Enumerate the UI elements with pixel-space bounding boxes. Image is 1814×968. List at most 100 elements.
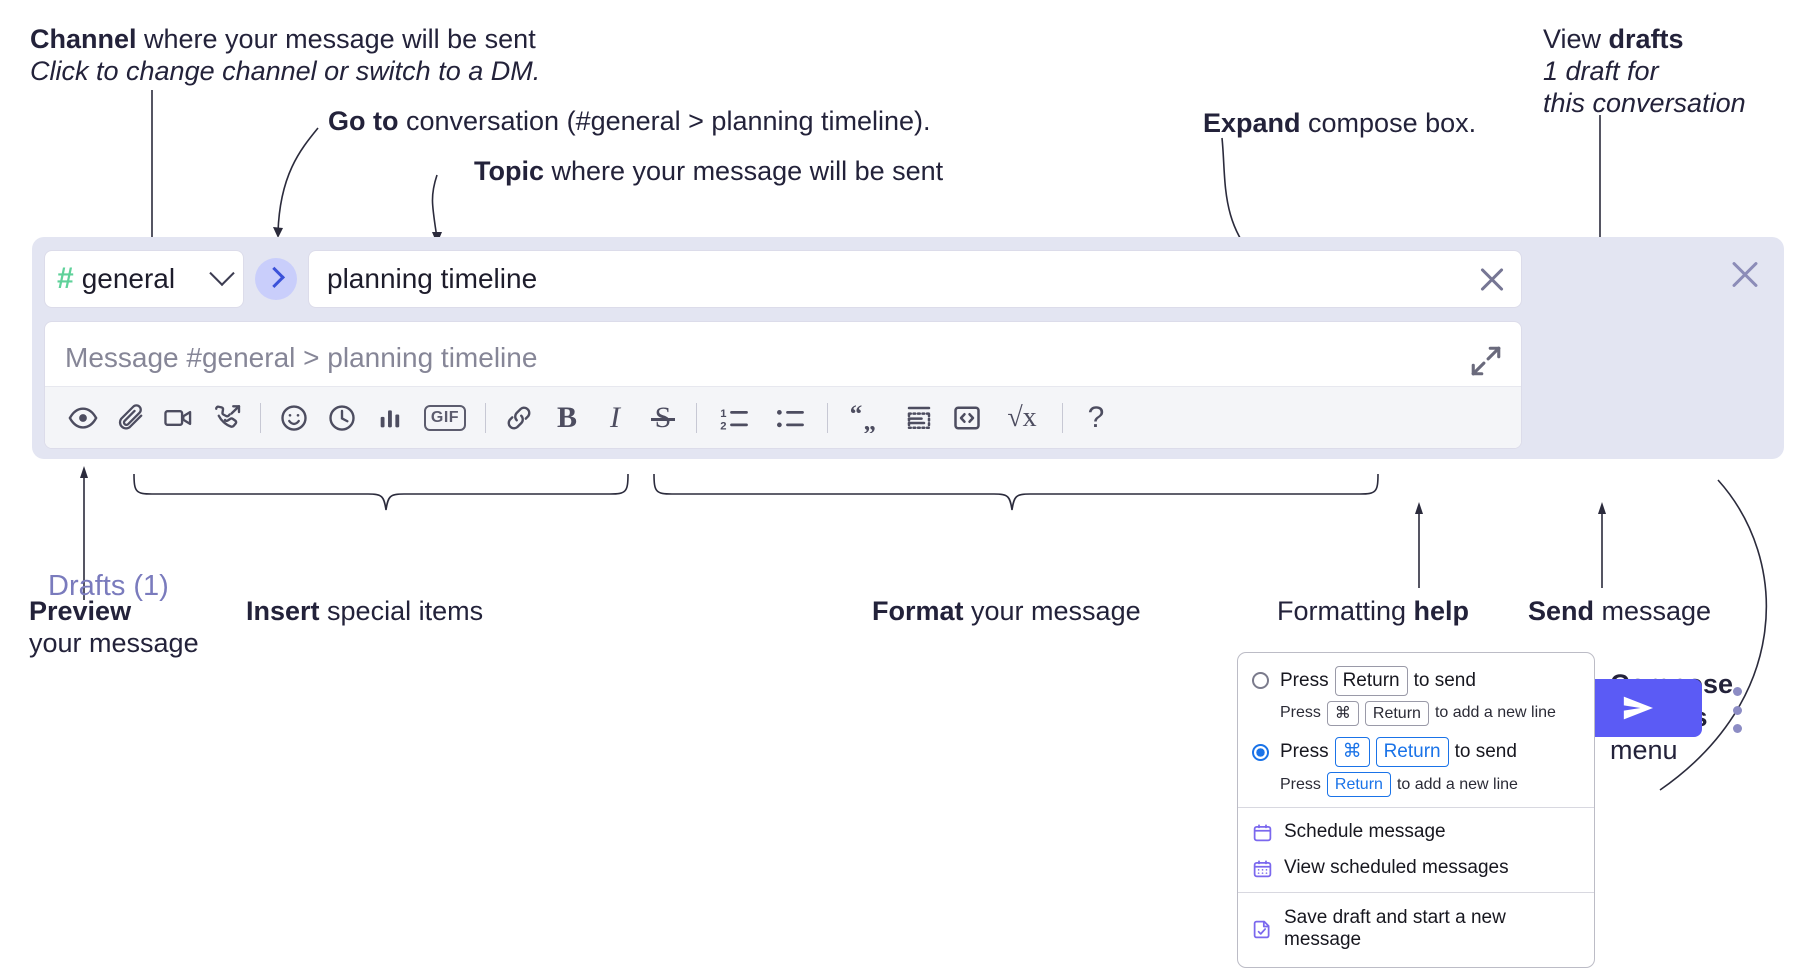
save-draft-icon [1253,920,1270,939]
annotation-goto: Go to conversation (#general > planning … [328,106,931,138]
annotation-format-bold: Format [872,596,964,626]
calendar-grid-icon [1253,860,1272,878]
option1-sub: Press Return to add a new line [1238,770,1594,800]
annotation-goto-rest: conversation (#general > planning timeli… [398,106,931,136]
annotation-format-rest: your message [963,596,1141,626]
blockquote-icon[interactable]: “ „ [837,395,895,441]
bold-icon[interactable]: B [543,395,591,441]
calendar-schedule-icon [1253,824,1272,842]
option1-word0: Press [1280,741,1329,763]
italic-glyph: I [610,400,620,434]
option0-sub: Press ⌘ Return to add a new line [1238,699,1594,729]
help-glyph: ? [1087,400,1105,434]
option1-key-cmd: ⌘ [1334,737,1370,767]
menu-item-save-draft[interactable]: Save draft and start a new message [1238,900,1594,958]
radio-selected-icon[interactable] [1252,743,1269,761]
attachment-paperclip-icon[interactable] [107,395,155,441]
code-block-icon[interactable] [895,395,943,441]
emoji-smiley-icon[interactable] [270,395,318,441]
topic-input[interactable]: planning timeline [308,250,1522,308]
channel-name-label: general [81,263,176,294]
help-question-icon[interactable]: ? [1072,395,1120,441]
link-icon[interactable] [495,395,543,441]
gif-label: GIF [423,404,467,431]
send-shortcut-options: Press Return to send Press ⌘ Return to a… [1238,653,1594,807]
annotation-topic: Topic where your message will be sent [474,156,943,188]
toolbar-separator [485,402,486,433]
option0-sub-key-cmd: ⌘ [1326,700,1359,727]
annotation-drafts-prefix: View [1543,24,1609,54]
option-press-return-to-send[interactable]: Press Return to send [1238,663,1594,699]
svg-text:2: 2 [720,420,726,432]
bulleted-list-icon[interactable] [762,395,818,441]
annotation-topic-rest: where your message will be sent [544,156,944,186]
close-icon[interactable] [1728,257,1762,291]
menu-item-view-scheduled-label: View scheduled messages [1284,857,1509,879]
channel-selector[interactable]: # general [44,250,244,308]
option1-word3: to send [1454,741,1517,763]
annotation-formatting-help: Formatting help [1277,596,1469,628]
math-sqrt-icon[interactable]: √x [991,395,1053,441]
formatting-toolbar: GIF B I S 1 2 [45,386,1521,448]
annotation-format: Format your message [872,596,1141,628]
preview-icon[interactable] [59,395,107,441]
goto-conversation-button[interactable] [255,258,297,300]
compose-options-kebab-menu-icon[interactable] [1728,687,1746,733]
compose-header-row: # general planning timeline [44,247,1522,311]
annotation-drafts-bold: drafts [1608,24,1684,54]
video-camera-icon[interactable] [155,395,203,441]
annotation-send-bold: Send [1528,596,1595,626]
bar-chart-icon[interactable] [366,395,414,441]
topic-value: planning timeline [327,263,538,294]
sqrt-glyph: √x [1007,401,1037,433]
ordered-list-icon[interactable]: 1 2 [706,395,762,441]
option0-sub-word0: Press [1280,704,1321,722]
annotation-channel-rest: where your message will be sent [136,24,536,54]
annotation-drafts: View drafts 1 draft for this conversatio… [1543,24,1746,120]
drafts-link[interactable]: Drafts (1) [48,570,169,602]
toolbar-separator [260,402,261,433]
option0-key-return: Return [1334,666,1408,696]
svg-text:„: „ [864,408,877,433]
italic-icon[interactable]: I [591,395,639,441]
compose-inner: # general planning timeline Message #gen… [44,247,1522,449]
annotation-channel-italic: Click to change channel or switch to a D… [30,55,541,86]
expand-diagonal-icon[interactable] [1469,344,1503,378]
gif-icon[interactable]: GIF [414,395,476,441]
menu-item-schedule-message[interactable]: Schedule message [1238,814,1594,850]
menu-divider [1238,892,1594,894]
annotation-drafts-italic1: 1 draft for [1543,55,1659,86]
menu-item-schedule-label: Schedule message [1284,821,1446,843]
message-placeholder: Message #general > planning timeline [65,342,538,373]
schedule-group: Schedule message View scheduled messages [1238,808,1594,892]
radio-unselected-icon[interactable] [1252,672,1269,690]
annotation-topic-bold: Topic [474,156,544,186]
compose-right-pane [1522,237,1784,459]
annotation-channel-bold: Channel [30,24,137,54]
inline-code-icon[interactable] [943,395,991,441]
option1-sub-word0: Press [1280,775,1321,793]
annotation-expand: Expand compose box. [1203,108,1476,140]
annotation-channel: Channel where your message will be sent … [30,24,540,88]
draft-group: Save draft and start a new message [1238,893,1594,967]
audio-call-icon[interactable] [203,395,251,441]
send-button[interactable] [1574,679,1702,737]
annotation-drafts-italic2: this conversation [1543,87,1746,118]
toolbar-separator [696,402,697,433]
clock-icon[interactable] [318,395,366,441]
menu-item-save-draft-label: Save draft and start a new message [1284,907,1506,951]
annotation-insert-bold: Insert [246,596,320,626]
annotation-preview-rest: your message [29,627,199,658]
clear-topic-close-icon[interactable] [1477,264,1507,294]
strikethrough-icon[interactable]: S [639,395,687,441]
option0-word2: to send [1413,669,1476,691]
option1-sub-word2: to add a new line [1396,775,1518,793]
option-press-cmd-return-to-send[interactable]: Press ⌘ Return to send [1238,734,1594,770]
message-input-box[interactable]: Message #general > planning timeline [44,321,1522,449]
annotation-insert-rest: special items [319,596,484,626]
toolbar-separator [1062,402,1063,433]
annotation-compose-rest: menu [1610,734,1678,765]
menu-item-view-scheduled[interactable]: View scheduled messages [1238,850,1594,886]
strike-glyph: S [650,400,675,434]
hash-icon: # [57,262,74,295]
